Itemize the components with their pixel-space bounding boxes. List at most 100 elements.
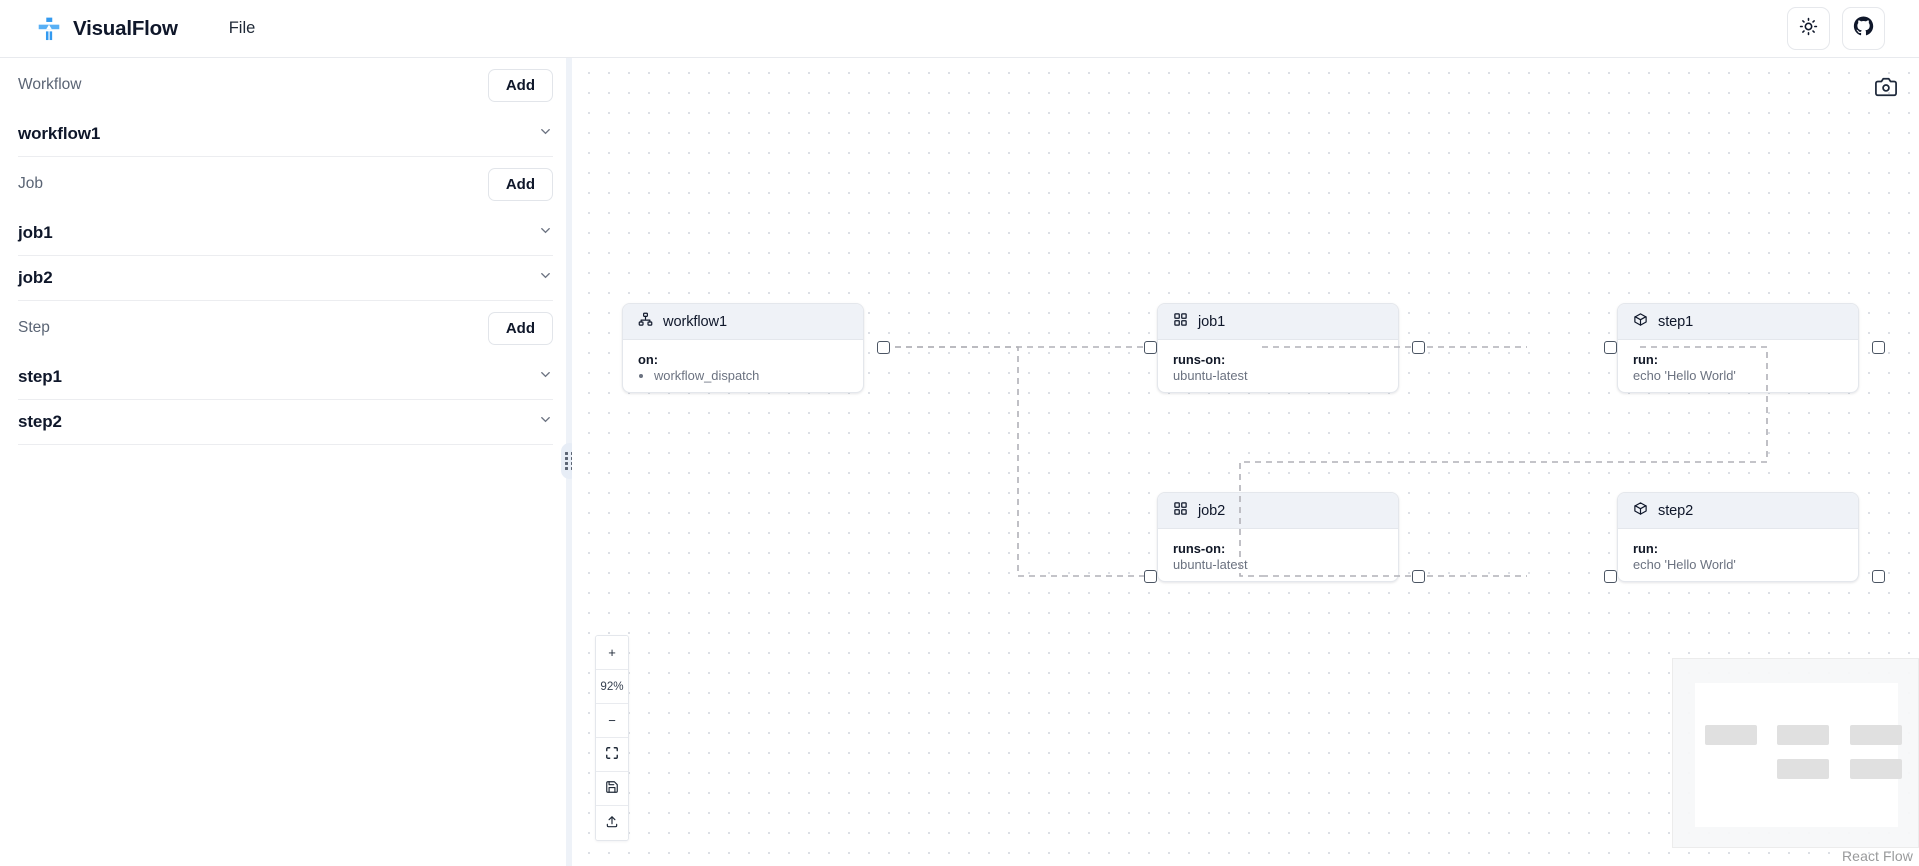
sidebar-item-label: step2 — [18, 412, 62, 431]
chevron-down-icon[interactable] — [538, 367, 553, 387]
edge-workflow1-job2 — [884, 346, 1150, 577]
zoom-out-button[interactable]: − — [596, 704, 628, 738]
sidebar-item-label: step1 — [18, 367, 62, 386]
node-body: runs-on: ubuntu-latest — [1158, 529, 1398, 581]
react-flow-attribution[interactable]: React Flow — [1841, 848, 1913, 864]
save-button[interactable] — [596, 772, 628, 806]
node-title: job1 — [1198, 313, 1226, 330]
handle-job2-target[interactable] — [1144, 570, 1157, 583]
node-body: runs-on: ubuntu-latest — [1158, 340, 1398, 392]
cube-icon — [1633, 312, 1648, 332]
sidebar[interactable]: Workflow Add workflow1 Job Add job1 job2 — [0, 58, 572, 866]
menu-file[interactable]: File — [228, 19, 256, 37]
sidebar-section-step-header: Step Add — [18, 301, 553, 355]
sidebar-section-workflow-header: Workflow Add — [18, 58, 553, 112]
handle-job2-source[interactable] — [1412, 570, 1425, 583]
handle-step1-source[interactable] — [1872, 341, 1885, 354]
hierarchy-logo-icon — [36, 16, 62, 42]
handle-job1-source[interactable] — [1412, 341, 1425, 354]
zoom-in-button[interactable]: + — [596, 636, 628, 670]
chevron-down-icon[interactable] — [538, 268, 553, 288]
brand-name: VisualFlow — [73, 16, 178, 40]
node-step2[interactable]: step2 run: echo 'Hello World' — [1617, 492, 1859, 582]
fit-view-icon — [605, 746, 619, 763]
chevron-down-icon[interactable] — [538, 124, 553, 144]
handle-step2-source[interactable] — [1872, 570, 1885, 583]
node-value: ubuntu-latest — [1173, 556, 1248, 572]
minimap[interactable] — [1672, 658, 1919, 848]
node-job2[interactable]: job2 runs-on: ubuntu-latest — [1157, 492, 1399, 582]
github-icon — [1853, 15, 1874, 42]
node-value: echo 'Hello World' — [1633, 556, 1736, 572]
theme-toggle-button[interactable] — [1787, 7, 1830, 50]
fit-view-button[interactable] — [596, 738, 628, 772]
node-key: runs-on: — [1173, 352, 1226, 367]
export-button[interactable] — [596, 806, 628, 840]
grid-icon — [1173, 312, 1188, 332]
chevron-down-icon[interactable] — [538, 223, 553, 243]
minimap-node — [1777, 759, 1829, 779]
add-workflow-button[interactable]: Add — [487, 68, 553, 102]
save-icon — [605, 780, 619, 797]
handle-workflow1-source[interactable] — [877, 341, 890, 354]
sidebar-item-job1[interactable]: job1 — [18, 211, 553, 256]
minimap-node — [1705, 725, 1757, 745]
node-title: step2 — [1658, 502, 1694, 519]
node-header: job1 — [1158, 304, 1398, 340]
sidebar-item-label: job2 — [18, 268, 53, 287]
sun-icon — [1799, 17, 1818, 41]
node-body: run: echo 'Hello World' — [1618, 529, 1858, 581]
minimap-node — [1850, 725, 1902, 745]
github-link-button[interactable] — [1842, 7, 1885, 50]
node-key: runs-on: — [1173, 541, 1226, 556]
node-title: job2 — [1198, 502, 1226, 519]
node-header: step2 — [1618, 493, 1858, 529]
sidebar-item-label: job1 — [18, 223, 53, 242]
add-step-button[interactable]: Add — [487, 311, 553, 345]
add-job-button[interactable]: Add — [487, 167, 553, 201]
handle-step1-target[interactable] — [1604, 341, 1617, 354]
node-workflow1[interactable]: workflow1 on: workflow_dispatch — [622, 303, 864, 393]
node-value: ubuntu-latest — [1173, 367, 1248, 383]
sidebar-item-label: workflow1 — [18, 124, 101, 143]
camera-icon — [1875, 76, 1897, 103]
sidebar-section-label-step: Step — [18, 319, 50, 336]
node-step1[interactable]: step1 run: echo 'Hello World' — [1617, 303, 1859, 393]
grid-icon — [1173, 501, 1188, 521]
node-bullet-list: workflow_dispatch — [638, 368, 848, 385]
chevron-down-icon[interactable] — [538, 412, 553, 432]
sidebar-item-workflow1[interactable]: workflow1 — [18, 112, 553, 157]
hierarchy-icon — [638, 312, 653, 332]
minimap-node — [1777, 725, 1829, 745]
node-key: on: — [638, 352, 659, 367]
menu-bar: File — [221, 14, 264, 43]
top-bar-actions — [1787, 7, 1885, 50]
node-body: run: echo 'Hello World' — [1618, 340, 1858, 392]
node-value: echo 'Hello World' — [1633, 367, 1736, 383]
handle-step2-target[interactable] — [1604, 570, 1617, 583]
node-key: run: — [1633, 541, 1659, 556]
minimap-viewport[interactable] — [1695, 683, 1902, 827]
node-header: job2 — [1158, 493, 1398, 529]
cube-icon — [1633, 501, 1648, 521]
export-icon — [605, 815, 619, 832]
sidebar-section-label-job: Job — [18, 175, 43, 192]
node-header: step1 — [1618, 304, 1858, 340]
sidebar-panel: Workflow Add workflow1 Job Add job1 job2 — [0, 58, 571, 445]
zoom-level-label: 92% — [596, 670, 628, 704]
minimap-node — [1850, 759, 1902, 779]
sidebar-section-job-header: Job Add — [18, 157, 553, 211]
node-key: run: — [1633, 352, 1659, 367]
zoom-controls: + 92% − — [595, 635, 629, 841]
sidebar-item-job2[interactable]: job2 — [18, 256, 553, 301]
node-header: workflow1 — [623, 304, 863, 340]
sidebar-item-step2[interactable]: step2 — [18, 400, 553, 445]
brand: VisualFlow — [36, 16, 178, 42]
node-title: step1 — [1658, 313, 1694, 330]
flow-canvas[interactable]: workflow1 on: workflow_dispatch job1 run… — [572, 58, 1919, 866]
node-job1[interactable]: job1 runs-on: ubuntu-latest — [1157, 303, 1399, 393]
screenshot-button[interactable] — [1873, 76, 1899, 102]
top-bar: VisualFlow File — [0, 0, 1919, 58]
handle-job1-target[interactable] — [1144, 341, 1157, 354]
sidebar-item-step1[interactable]: step1 — [18, 355, 553, 400]
